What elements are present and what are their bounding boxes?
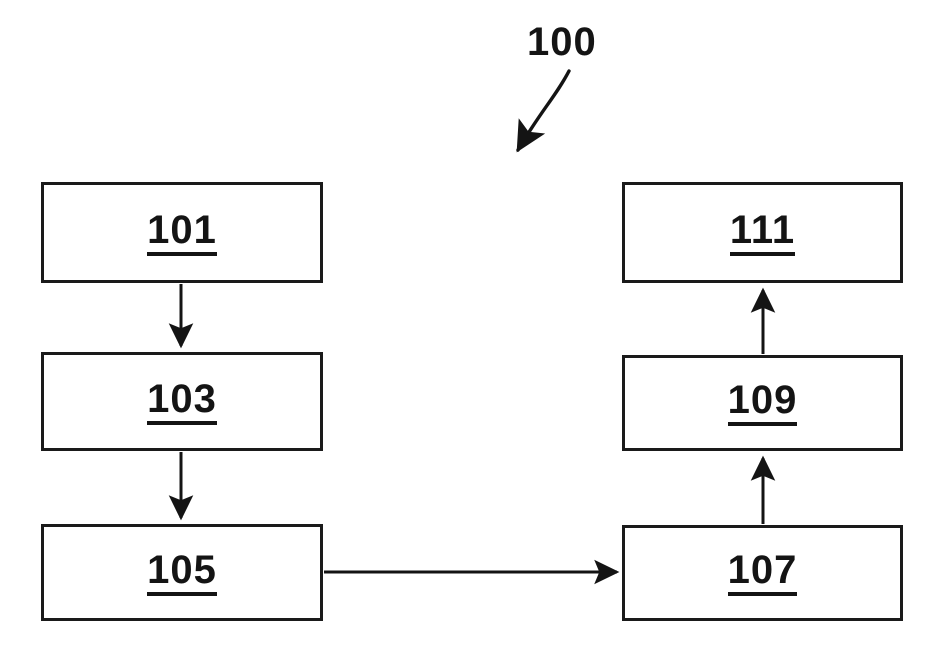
block-107[interactable]: 107: [622, 525, 903, 621]
block-111[interactable]: 111: [622, 182, 903, 283]
block-107-label: 107: [727, 550, 798, 596]
block-109-label: 109: [727, 380, 798, 426]
block-103[interactable]: 103: [41, 352, 323, 451]
block-101-label: 101: [147, 210, 217, 256]
leader-arrow-100: [516, 69, 571, 153]
block-101[interactable]: 101: [41, 182, 323, 283]
block-105[interactable]: 105: [41, 524, 323, 621]
figure-reference-numeral: 100: [527, 20, 597, 64]
block-103-label: 103: [147, 379, 217, 425]
block-109[interactable]: 109: [622, 355, 903, 451]
block-111-label: 111: [729, 210, 796, 256]
block-105-label: 105: [147, 550, 217, 596]
